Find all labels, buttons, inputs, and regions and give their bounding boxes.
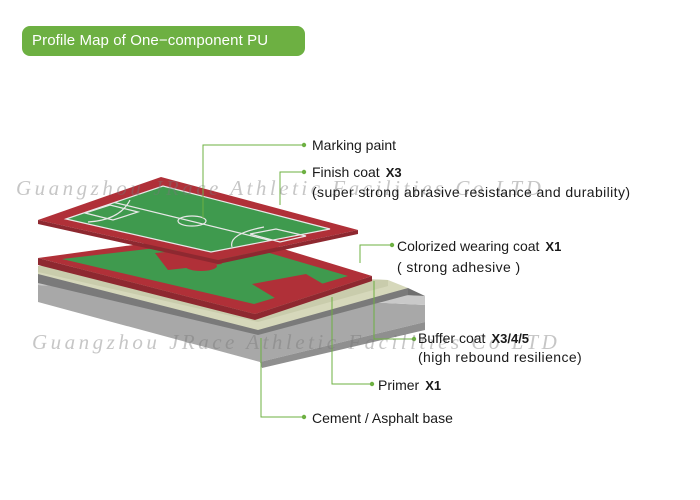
- colorized-coat-note: ( strong adhesive ): [397, 259, 521, 275]
- diagram-title: Profile Map of One−component PU: [22, 26, 305, 56]
- buffer-coat-note: (high rebound resilience): [418, 349, 583, 365]
- finish-coat-note: (super strong abrasive resistance and du…: [312, 184, 631, 200]
- watermark-lower: Guangzhou JRace Athletic Facilities Co L…: [32, 330, 561, 354]
- finish-layer: [38, 177, 358, 264]
- primer-multiplier: X1: [425, 378, 442, 393]
- leader-dots: [301, 142, 417, 420]
- watermark-upper: Guangzhou JRace Athletic Facilities Co L…: [16, 176, 545, 200]
- colorized-layer: [38, 232, 372, 320]
- colorized-coat-multiplier: X1: [545, 239, 562, 254]
- buffer-coat-multiplier: X3/4/5: [491, 331, 530, 346]
- label-base: Cement / Asphalt base: [312, 410, 453, 426]
- label-marking-paint: Marking paint: [312, 137, 397, 153]
- court-lines: [63, 185, 331, 253]
- leader-lines: [202, 144, 414, 418]
- finish-coat-multiplier: X3: [385, 165, 402, 180]
